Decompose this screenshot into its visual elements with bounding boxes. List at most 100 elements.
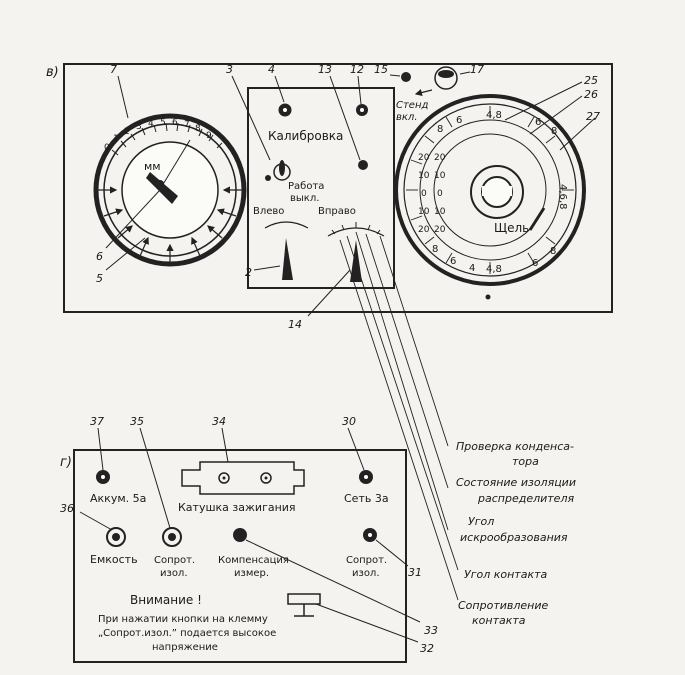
warning-line-1: При нажатии кнопки на клемму <box>98 614 268 625</box>
scale-label: 20 <box>434 153 446 163</box>
panel-v-letter: в) <box>46 65 59 80</box>
komp-label-2: измер. <box>234 568 269 579</box>
scale-label: 4,8 <box>486 110 502 121</box>
panel-g-frame <box>73 449 407 663</box>
coil-terminal-left[interactable] <box>218 472 230 484</box>
scale-label: 6 <box>172 118 178 128</box>
push-button-32[interactable] <box>287 593 321 617</box>
sopr-right-label-2: изол. <box>352 568 380 579</box>
callout-27: 27 <box>586 110 600 123</box>
scale-label: 20 <box>418 153 430 163</box>
scale-label: 10 <box>434 171 446 181</box>
callout-14: 14 <box>288 318 302 331</box>
calibration-title: Калибровка <box>268 129 343 143</box>
socket-sopr-left[interactable] <box>162 527 182 547</box>
calibration-box <box>247 87 395 289</box>
stand-label-1: Стенд <box>396 100 428 111</box>
scale-label: 8 <box>432 244 438 255</box>
legend-line: тора <box>512 455 539 468</box>
left-gauge-unit: мм <box>144 160 161 173</box>
panel-v-frame <box>63 63 613 313</box>
scale-label: 3 <box>136 122 142 132</box>
callout-25: 25 <box>584 74 598 87</box>
scale-label: 10 <box>418 171 430 181</box>
legend-line: Угол <box>468 515 494 528</box>
scale-label: 6 <box>532 258 538 269</box>
panel-g-letter: г) <box>60 455 72 470</box>
scale-label: 5 <box>160 118 166 128</box>
stand-toggle-17[interactable] <box>434 66 458 90</box>
scale-label: 10 <box>434 207 446 217</box>
switch-bottom-label: выкл. <box>290 193 319 204</box>
callout-33: 33 <box>424 624 438 637</box>
emkost-label: Емкость <box>90 553 138 566</box>
left-label: Влево <box>253 206 284 217</box>
scale-label: 2 <box>124 127 130 137</box>
sopr-left-label-1: Сопрот. <box>154 555 195 566</box>
lamp-15 <box>401 72 411 82</box>
set-label: Сеть 3а <box>344 492 389 505</box>
right-gauge <box>394 94 586 286</box>
legend-line: Угол контакта <box>464 568 548 581</box>
scale-label: 0 <box>421 189 427 199</box>
knob-13[interactable] <box>358 160 368 170</box>
coil-label: Катушка зажигания <box>178 501 296 514</box>
callout-35: 35 <box>130 415 144 428</box>
scale-label: 4 <box>469 263 475 274</box>
panel-g: г) Аккум. 5а Катушка зажигания Сеть 3а Е… <box>60 449 407 663</box>
coil-plate <box>181 461 305 495</box>
legend-line: искрообразования <box>460 531 568 544</box>
scale-label: 6 <box>450 256 456 267</box>
callout-3: 3 <box>226 63 233 76</box>
warning-line-3: напряжение <box>152 642 218 653</box>
scale-label: 8 <box>437 124 443 135</box>
scale-label: 20 <box>418 225 430 235</box>
akkum-label: Аккум. 5а <box>90 492 146 505</box>
callout-26: 26 <box>584 88 598 101</box>
scale-label: 6 <box>456 115 462 126</box>
callout-34: 34 <box>212 415 226 428</box>
komp-label-1: Компенсация <box>218 555 289 566</box>
right-gauge-top-scale: 8 6 4,8 6 8 <box>437 110 557 137</box>
knob-2[interactable] <box>282 238 293 280</box>
right-gauge-left-scale: 20 10 0 10 20 20 10 0 10 20 <box>418 153 446 235</box>
callout-37: 37 <box>90 415 104 428</box>
scale-label: 0 <box>437 189 443 199</box>
calibration-toggle-switch[interactable] <box>265 160 291 181</box>
button-kompensacia[interactable] <box>233 528 247 542</box>
legend-line: контакта <box>472 614 526 627</box>
left-gauge-scale: 0 1 2 3 4 5 6 7 8 9 <box>104 118 212 153</box>
callout-15: 15 <box>374 63 388 76</box>
callout-7: 7 <box>110 63 117 76</box>
scale-label: 4 <box>148 119 154 129</box>
legend-line: распределителя <box>477 492 574 505</box>
coil-terminal-right[interactable] <box>260 472 272 484</box>
callout-17: 17 <box>470 63 484 76</box>
switch-top-label: Работа <box>288 181 324 192</box>
callout-4: 4 <box>268 63 275 76</box>
callout-6: 6 <box>96 250 103 263</box>
warning-line-2: „Сопрот.изол.” подается высокое <box>98 628 276 639</box>
sopr-left-label-2: изол. <box>160 568 188 579</box>
callout-36: 36 <box>60 502 74 515</box>
scale-label: 4,8 <box>486 264 502 275</box>
legend-line: Сопротивление <box>458 599 548 612</box>
callout-5: 5 <box>96 272 103 285</box>
scale-label: 1 <box>113 134 119 144</box>
legend-line: Проверка конденса- <box>456 440 574 453</box>
scale-label: 9 <box>206 131 212 141</box>
right-gauge-label: Щель <box>494 221 529 235</box>
right-gauge-bottom-scale: 8 6 4 4,8 6 8 <box>432 244 556 275</box>
socket-emkost[interactable] <box>106 527 126 547</box>
right-gauge-right-scale: 4,6,8 <box>557 184 568 209</box>
warning-title: Внимание ! <box>130 593 202 607</box>
legend-line: Состояние изоляции <box>456 476 576 489</box>
callout-32: 32 <box>420 642 434 655</box>
scale-label: 8 <box>195 124 201 134</box>
callout-13: 13 <box>318 63 332 76</box>
callout-30: 30 <box>342 415 356 428</box>
callout-12: 12 <box>350 63 364 76</box>
scale-label: 7 <box>184 120 190 130</box>
callout-2: 2 <box>245 266 252 279</box>
scale-label: 8 <box>551 126 557 137</box>
